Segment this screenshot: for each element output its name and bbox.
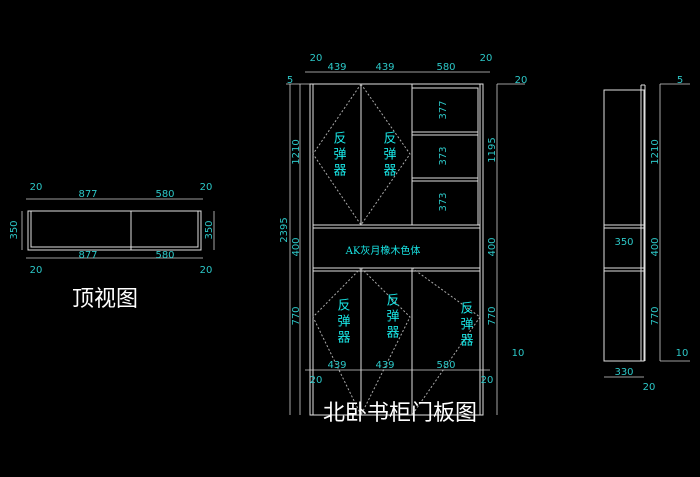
dim-top-left-offset: 20 bbox=[29, 182, 43, 193]
middle-panel-label: AK灰月橡木色体 bbox=[345, 246, 421, 257]
dim-side-bottom-gap: 10 bbox=[675, 348, 689, 359]
dim-front-top-w2: 439 bbox=[375, 62, 395, 73]
dim-bottom-width-a: 877 bbox=[78, 250, 98, 261]
dim-shelf-2: 373 bbox=[438, 146, 449, 166]
top-view-outline bbox=[27, 210, 202, 251]
dim-side-niche-depth: 350 bbox=[614, 237, 634, 248]
dimension-lines bbox=[21, 71, 690, 415]
dim-front-top-left-offset: 20 bbox=[309, 53, 323, 64]
door-label-lower-right: 反弹器 bbox=[457, 301, 473, 349]
dim-shelf-1: 377 bbox=[438, 100, 449, 120]
dim-bottom-width-b: 580 bbox=[155, 250, 175, 261]
dim-front-top-w3: 580 bbox=[436, 62, 456, 73]
dim-front-bottom-left-offset: 20 bbox=[309, 375, 323, 386]
dim-bottom-left-offset: 20 bbox=[29, 265, 43, 276]
dim-side-middle: 400 bbox=[650, 237, 661, 257]
front-view-title: 北卧书柜门板图 bbox=[322, 401, 478, 426]
dim-side-lower: 770 bbox=[650, 306, 661, 326]
dim-bottom-right-offset: 20 bbox=[199, 265, 213, 276]
dim-right-bottom: 10 bbox=[511, 348, 525, 359]
dim-left-lower: 770 bbox=[291, 306, 302, 326]
side-view-outline bbox=[603, 84, 646, 362]
door-label-lower-middle: 反弹器 bbox=[383, 293, 399, 341]
dim-total-height: 2395 bbox=[279, 217, 290, 243]
dim-shelf-3: 373 bbox=[438, 192, 449, 212]
dim-left-middle: 400 bbox=[291, 237, 302, 257]
dim-front-top-gap: 5 bbox=[286, 75, 294, 86]
dim-front-bottom-w1: 439 bbox=[327, 360, 347, 371]
dim-right-lower: 770 bbox=[487, 306, 498, 326]
dim-right-middle: 400 bbox=[487, 237, 498, 257]
dim-left-upper: 1210 bbox=[291, 139, 302, 165]
dim-right-upper: 1195 bbox=[487, 137, 498, 163]
dim-front-right-top-offset: 20 bbox=[514, 75, 528, 86]
dim-top-width-b: 580 bbox=[155, 189, 175, 200]
dim-side-top-gap: 5 bbox=[676, 75, 684, 86]
door-swing-lines bbox=[312, 83, 481, 416]
front-view-outline bbox=[309, 83, 484, 416]
door-label-upper-left: 反弹器 bbox=[330, 131, 346, 179]
dim-side-depth: 330 bbox=[614, 367, 634, 378]
door-label-lower-left: 反弹器 bbox=[334, 298, 350, 346]
dim-top-right-offset: 20 bbox=[199, 182, 213, 193]
dim-front-top-right-offset: 20 bbox=[479, 53, 493, 64]
dim-depth-right: 350 bbox=[204, 220, 215, 240]
dim-top-width-a: 877 bbox=[78, 189, 98, 200]
dim-front-top-w1: 439 bbox=[327, 62, 347, 73]
dim-side-upper: 1210 bbox=[650, 139, 661, 165]
dim-front-bottom-w3: 580 bbox=[436, 360, 456, 371]
door-label-upper-middle: 反弹器 bbox=[380, 131, 396, 179]
dim-front-bottom-right-offset: 20 bbox=[480, 375, 494, 386]
dim-depth-left: 350 bbox=[9, 220, 20, 240]
dim-side-back-offset: 20 bbox=[642, 382, 656, 393]
top-view-title: 顶视图 bbox=[71, 287, 139, 312]
dim-front-bottom-w2: 439 bbox=[375, 360, 395, 371]
